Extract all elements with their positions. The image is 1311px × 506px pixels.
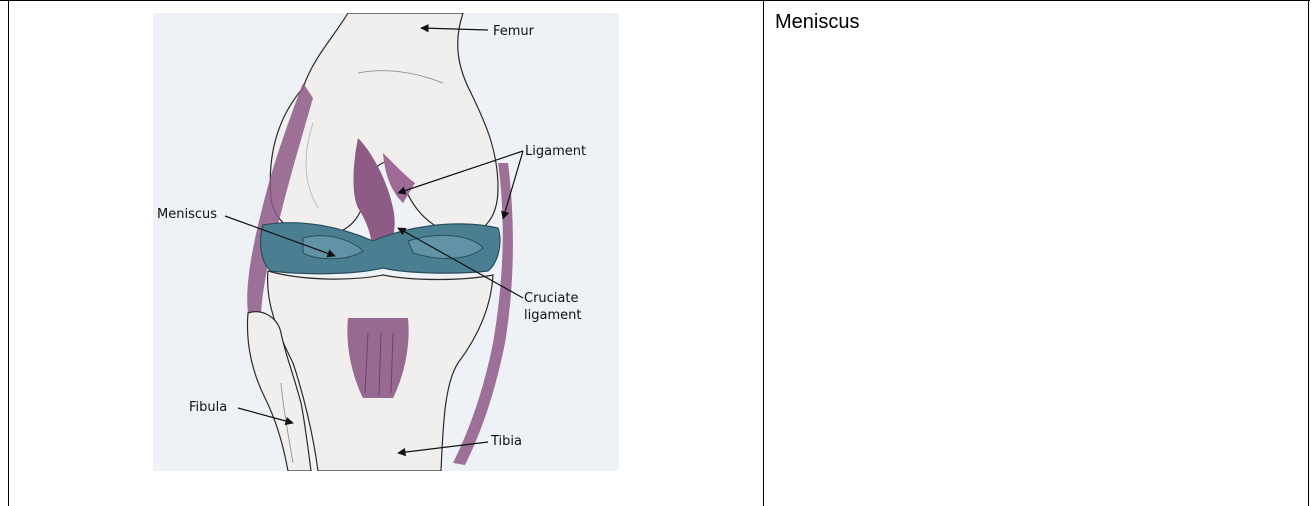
label-cruciate-line2: ligament [524, 308, 581, 323]
label-femur: Femur [493, 24, 535, 39]
table-column-divider [763, 0, 764, 506]
label-tibia: Tibia [490, 434, 522, 449]
knee-anatomy-diagram: Femur Ligament Meniscus Cruciate ligamen… [153, 13, 619, 471]
label-ligament: Ligament [525, 144, 586, 159]
label-meniscus: Meniscus [157, 207, 217, 222]
cell-term-text: Meniscus [775, 11, 859, 34]
label-cruciate-line1: Cruciate [524, 291, 578, 306]
table-left-border [8, 0, 9, 506]
table-right-border [1308, 0, 1309, 506]
table-top-border [0, 0, 1310, 1]
label-fibula: Fibula [189, 400, 227, 415]
